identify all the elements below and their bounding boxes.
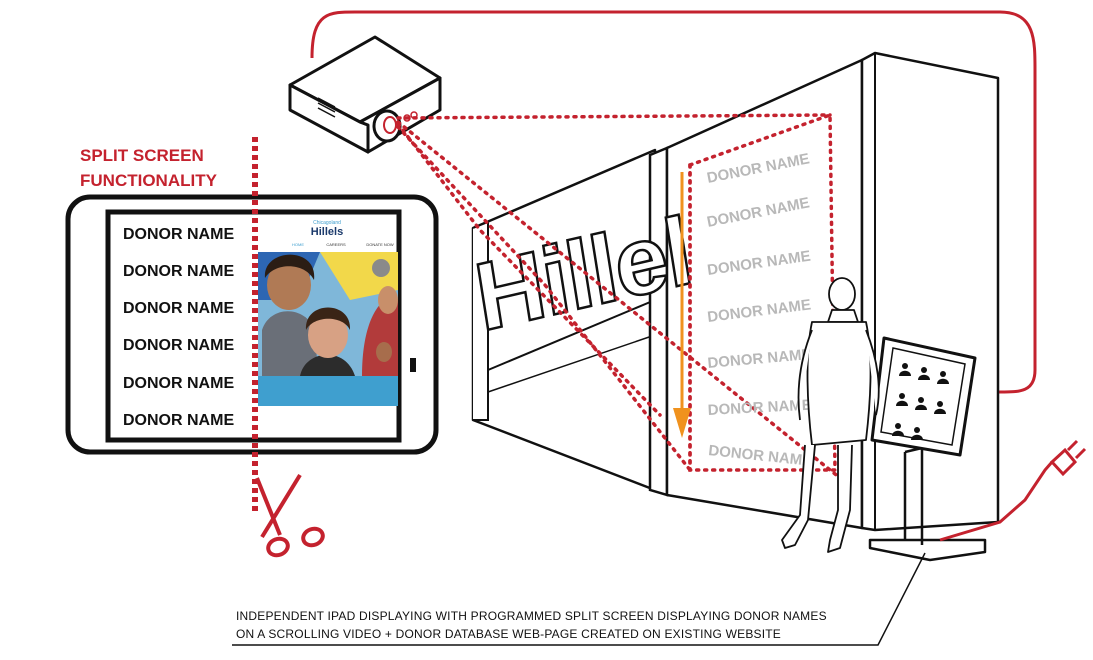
website-hero-photo [258,252,398,376]
split-screen-label-line2: FUNCTIONALITY [80,171,218,190]
split-screen-label-line1: SPLIT SCREEN [80,146,204,165]
person-icon [915,397,927,410]
website-logo: Hillels [311,226,343,238]
person-icon [934,401,946,414]
website-nav-home[interactable]: HOME [292,242,304,247]
scroll-direction-arrow [673,172,691,438]
power-plug-icon [939,439,1087,542]
person-icon [899,363,911,376]
ipad-donor-name: DONOR NAME [123,375,234,392]
ipad-website-panel: Chicagoland Hillels HOME CAREERS DONATE … [258,220,398,406]
caption-leader [232,552,926,646]
visitor-figure [781,277,880,553]
caption-line1: INDEPENDENT IPAD DISPLAYING WITH PROGRAM… [236,609,827,623]
ipad-donor-name: DONOR NAME [123,412,234,429]
wall-donor-name: DONOR NAME [707,397,812,419]
ipad-donor-list: DONOR NAME DONOR NAME DONOR NAME DONOR N… [123,226,234,429]
person-icon [911,427,923,440]
ipad-donor-name: DONOR NAME [123,226,234,243]
person-icon [937,371,949,384]
person-icon [896,393,908,406]
ipad-donor-name: DONOR NAME [123,300,234,317]
person-icon [918,367,930,380]
website-brand-small: Chicagoland [313,220,341,226]
ipad-donor-name: DONOR NAME [123,263,234,280]
website-nav-careers[interactable]: CAREERS [326,242,346,247]
scissors-icon [255,473,325,558]
projector-cable [310,10,1037,394]
website-nav-donate[interactable]: DONATE NOW [366,242,393,247]
caption-line2: ON A SCROLLING VIDEO + DONOR DATABASE WE… [236,627,781,641]
kiosk-screen-icons [892,363,949,440]
projector-icon [288,35,442,154]
projection-lines [396,112,842,480]
website-blue-band [258,376,398,406]
ipad-donor-name: DONOR NAME [123,337,234,354]
person-icon [892,423,904,436]
